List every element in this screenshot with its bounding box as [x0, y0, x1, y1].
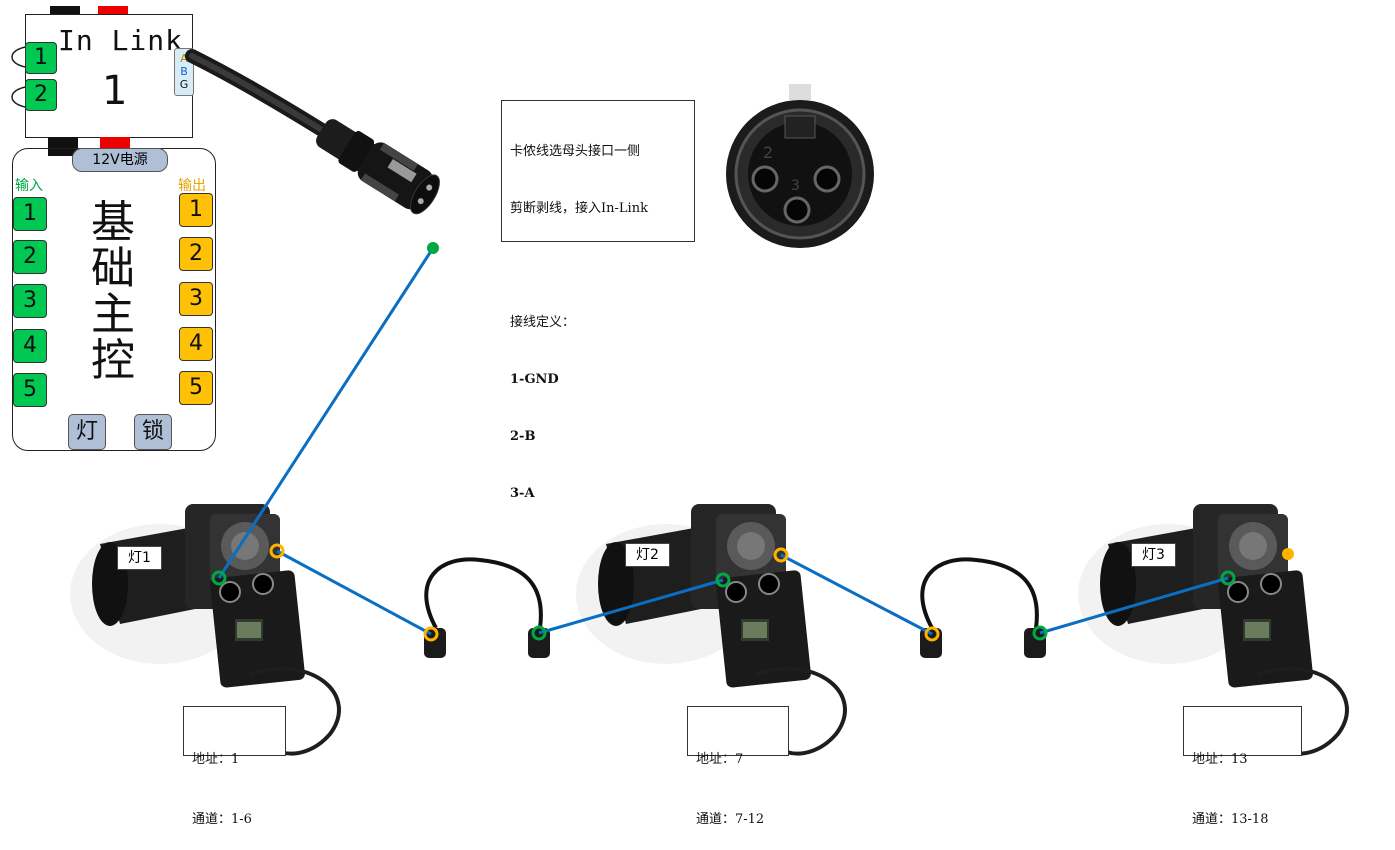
input-port-1[interactable]: 1 — [13, 197, 47, 231]
output-label: 输出 — [178, 178, 206, 194]
inlink-bottom-connector-red — [100, 137, 130, 146]
lamp-1-channels: 通道：1-6 — [192, 812, 252, 827]
controller-title: 基 础 主 控 — [86, 200, 140, 384]
note-line-6: 2-B — [510, 429, 536, 444]
controller-title-char-3: 主 — [91, 289, 135, 340]
lamp-1-address-box: 地址：1 通道：1-6 — [183, 706, 286, 827]
jumper-cables — [424, 557, 1046, 658]
note-line-4: 接线定义： — [510, 315, 576, 330]
dot-jumper2-male — [924, 626, 940, 642]
socket-pin-2-label: 2 — [763, 143, 773, 162]
input-port-4[interactable]: 4 — [13, 329, 47, 363]
wire-jumper2-to-lamp3 — [1039, 576, 1229, 635]
lamp-3-address: 地址：13 — [1192, 752, 1248, 767]
dot-lamp3-out — [1282, 548, 1294, 560]
note-line-2: 剪断剥线，接入In-Link — [510, 201, 648, 216]
dot-jumper2-female — [1032, 625, 1048, 641]
inlink-top-connector-black — [50, 6, 80, 15]
inlink-number: 1 — [102, 68, 128, 114]
input-port-2[interactable]: 2 — [13, 240, 47, 274]
controller-title-char-4: 控 — [91, 335, 135, 386]
base-controller: 12V电源 输入 输出 1 2 3 4 5 1 2 3 4 5 基 础 主 控 … — [10, 146, 216, 451]
output-port-5[interactable]: 5 — [179, 371, 213, 405]
output-port-4[interactable]: 4 — [179, 327, 213, 361]
wiring-note: 卡侬线选母头接口一侧 剪断剥线，接入In-Link 接线定义： 1-GND 2-… — [501, 100, 695, 501]
xlr-female-plug — [316, 119, 440, 215]
lamp-2-label: 灯2 — [625, 543, 670, 567]
inlink-port-1[interactable]: 1 — [25, 42, 57, 74]
lamp-2-address: 地址：7 — [696, 752, 744, 767]
note-line-1: 卡侬线选母头接口一侧 — [510, 144, 641, 159]
wire-lamp2-out-to-jumper2 — [780, 553, 933, 636]
inlink-top-connector-red — [98, 6, 128, 15]
light-button[interactable]: 灯 — [68, 414, 106, 450]
lamp-3-label: 灯3 — [1131, 543, 1176, 567]
controller-top-connector-black — [48, 146, 78, 156]
dot-jumper1-female — [531, 625, 547, 641]
wire-inlink-to-lamp1 — [217, 247, 435, 579]
dot-lamp2-out — [773, 547, 789, 563]
lock-button[interactable]: 锁 — [134, 414, 172, 450]
lamp-1-label: 灯1 — [117, 546, 162, 570]
lamp-2-channels: 通道：7-12 — [696, 812, 765, 827]
signal-wires — [211, 242, 1294, 642]
lamp-3-address-box: 地址：13 通道：13-18 — [1183, 706, 1302, 827]
lamp-1-address: 地址：1 — [192, 752, 240, 767]
note-line-7: 3-A — [510, 486, 535, 501]
inlink-title: In Link — [58, 24, 184, 57]
xlr-cable-inlink — [185, 49, 440, 215]
controller-title-char-2: 础 — [91, 243, 135, 294]
wire-lamp1-out-to-jumper1 — [276, 549, 432, 636]
dot-jumper1-male — [423, 626, 439, 642]
output-port-2[interactable]: 2 — [179, 237, 213, 271]
lamp-3-channels: 通道：13-18 — [1192, 812, 1269, 827]
inlink-letter-g: G — [179, 78, 189, 91]
inlink-port-2[interactable]: 2 — [25, 79, 57, 111]
input-label: 输入 — [15, 178, 43, 194]
xlr-socket-closeup: 2 3 — [726, 84, 874, 248]
inlink-letter-b: B — [180, 65, 188, 78]
dot-lamp1-out — [269, 543, 285, 559]
controller-title-char-1: 基 — [91, 197, 135, 248]
dot-lamp1-in — [211, 570, 227, 586]
output-port-1[interactable]: 1 — [179, 193, 213, 227]
power-label: 12V电源 — [72, 148, 168, 172]
output-port-3[interactable]: 3 — [179, 282, 213, 316]
inlink-letter-a: A — [180, 52, 188, 65]
dot-lamp3-in — [1220, 570, 1236, 586]
dot-lamp2-in — [715, 572, 731, 588]
input-port-5[interactable]: 5 — [13, 373, 47, 407]
lamp-2-address-box: 地址：7 通道：7-12 — [687, 706, 789, 827]
jumper-cable-1 — [424, 557, 550, 658]
note-line-5: 1-GND — [510, 372, 559, 387]
inlink-bottom-connector-black — [48, 137, 78, 146]
dot-inlink-end — [427, 242, 439, 254]
input-port-3[interactable]: 3 — [13, 284, 47, 318]
socket-pin-3-label: 3 — [791, 178, 800, 194]
wire-jumper1-to-lamp2 — [538, 578, 724, 635]
